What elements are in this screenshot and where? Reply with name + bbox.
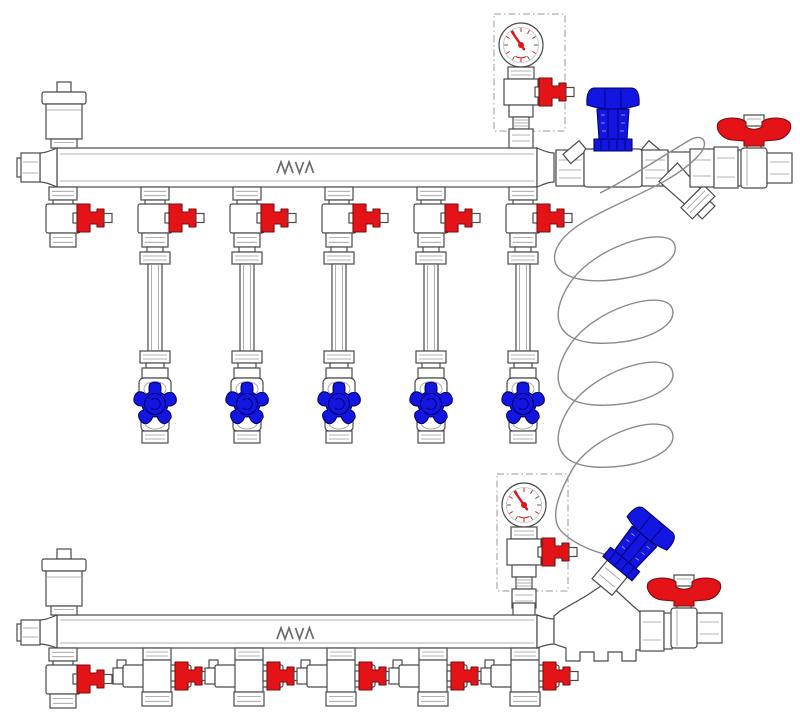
supply-gauge <box>494 14 574 148</box>
return-air-vent <box>41 548 87 616</box>
return-manifold <box>16 474 723 708</box>
supply-manifold <box>16 14 793 444</box>
supply-balancing-valve <box>586 87 640 152</box>
left-end-cap <box>20 152 41 183</box>
supply-air-vent <box>41 81 87 149</box>
left-end-cap <box>20 619 41 646</box>
angle-valve-body <box>553 581 641 662</box>
return-balancing-valve <box>591 503 679 597</box>
balancing-valve-body <box>583 148 643 188</box>
return-gauge <box>497 474 577 608</box>
capillary-coil-tube <box>553 136 706 558</box>
left-end-neck <box>39 147 58 188</box>
